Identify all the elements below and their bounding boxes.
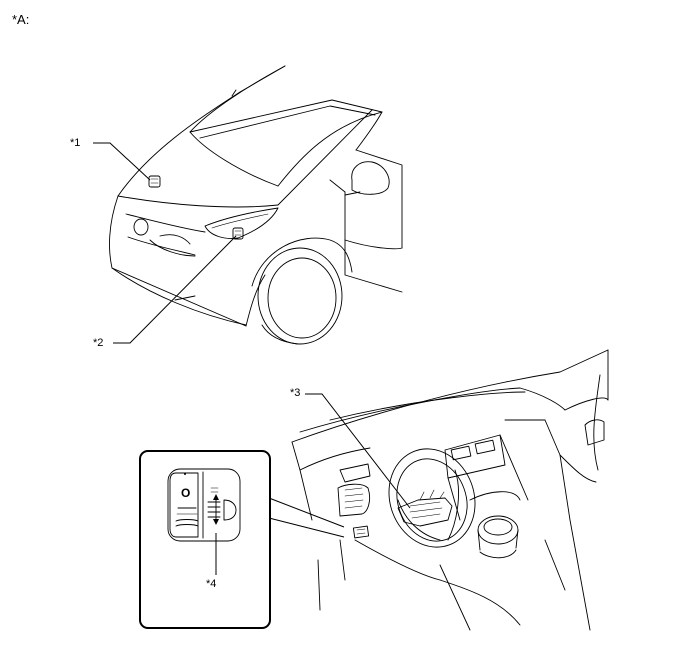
callout-1-leader: [93, 142, 151, 181]
callout-3-label: *3: [290, 387, 300, 399]
callout-2-leader: [113, 235, 237, 344]
part-1-shape: [148, 175, 161, 188]
part-4-location-shape: [352, 525, 370, 539]
switch-marking-o: O: [181, 486, 190, 500]
inset-frame: [139, 450, 271, 629]
switch-body: [167, 468, 241, 542]
part-3-shape: [397, 497, 453, 527]
instrument-panel-view: [291, 349, 609, 631]
switch-detail-inset: O *4: [139, 450, 345, 629]
callout-4-label: *4: [206, 578, 216, 590]
callout-1-label: *1: [70, 137, 80, 149]
callout-2-label: *2: [93, 337, 103, 349]
vehicle-front-view: [109, 65, 403, 345]
callout-3-leader: [305, 393, 411, 509]
view-label: *A:: [12, 12, 29, 27]
part-2-shape: [232, 227, 244, 240]
headlamp-level-icon: [207, 487, 237, 525]
